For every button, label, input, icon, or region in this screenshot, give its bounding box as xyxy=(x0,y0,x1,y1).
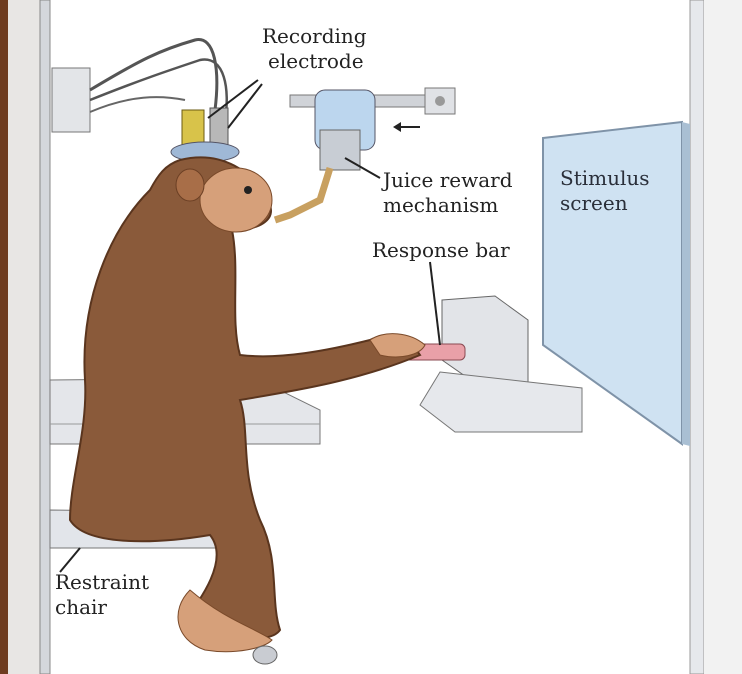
juice-reward-label: Juice reward mechanism xyxy=(383,168,513,218)
recording-electrode-line1: Recording xyxy=(262,24,367,49)
recording-electrode-line2: electrode xyxy=(262,49,367,74)
restraint-chair-label: Restraint chair xyxy=(55,570,149,620)
response-bar-text: Response bar xyxy=(372,238,510,263)
stimulus-screen-line1: Stimulus xyxy=(560,166,650,191)
response-bar-label: Response bar xyxy=(372,238,510,263)
juice-reward-line1: Juice reward xyxy=(383,168,513,193)
recording-electrode-label: Recording electrode xyxy=(262,24,367,74)
restraint-chair-line2: chair xyxy=(55,595,149,620)
stimulus-screen-line2: screen xyxy=(560,191,650,216)
restraint-chair-line1: Restraint xyxy=(55,570,149,595)
stimulus-screen-label: Stimulus screen xyxy=(560,166,650,216)
juice-reward-line2: mechanism xyxy=(383,193,513,218)
